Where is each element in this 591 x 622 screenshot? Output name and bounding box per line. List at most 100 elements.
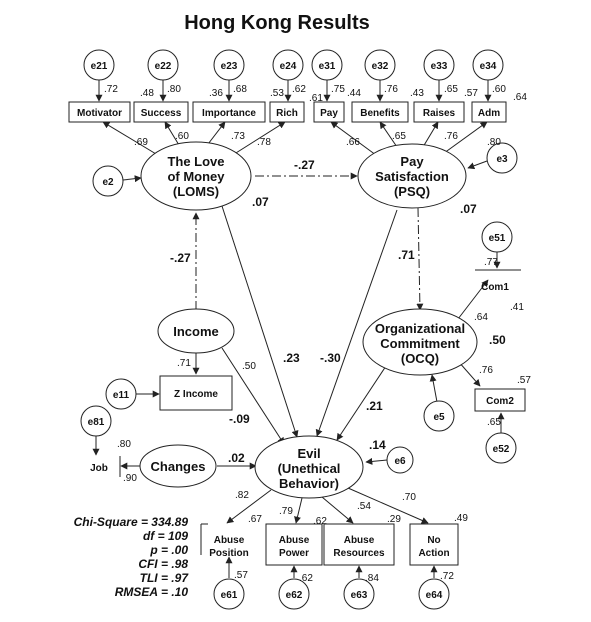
svg-text:No: No [427,535,440,546]
latent-loms: The Love of Money (LOMS) [140,141,252,211]
coef-label: .80 [487,137,501,148]
error-e11: e11 [105,378,137,410]
error-e21: e21 [83,49,115,81]
path-coef-income-evil: -.09 [229,412,250,426]
svg-text:e6: e6 [394,456,406,467]
indicator-motivator: Motivator [68,101,131,123]
error-e23: e23 [213,49,245,81]
coef-label: .61 [309,93,323,104]
indicator-rich: Rich [269,101,305,123]
path-coef-loms-evil: .23 [283,351,300,365]
svg-text:e32: e32 [372,61,389,72]
svg-text:Adm: Adm [478,108,500,119]
svg-text:Commitment: Commitment [380,336,460,351]
arrow-psq-pay [330,121,381,159]
coef-label: .90 [123,473,137,484]
fit-stat-chi-square: Chi-Square = 334.89 [74,515,189,529]
coef-label: .84 [365,573,379,584]
arrow-loms-evil [220,202,299,438]
svg-text:e11: e11 [113,390,130,401]
svg-text:e23: e23 [221,61,238,72]
fit-stat-df: df = 109 [143,529,188,543]
arrow-psq-benefits [379,121,398,148]
fit-stat-tli: TLI = .97 [140,571,190,585]
svg-text:e3: e3 [496,154,508,165]
coef-label: .64 [474,312,488,323]
coef-label: .76 [384,84,398,95]
indicator-raises: Raises [413,101,465,123]
error-e61: e61 [213,578,245,610]
svg-text:Abuse: Abuse [344,535,375,546]
error-e64: e64 [418,578,450,610]
latent-income: Income [157,308,235,354]
svg-text:(Unethical: (Unethical [278,461,341,476]
coef-label: .50 [242,361,256,372]
svg-text:Raises: Raises [423,108,456,119]
error-e32: e32 [364,49,396,81]
coef-label: .69 [134,137,148,148]
svg-text:e63: e63 [351,590,368,601]
svg-text:e52: e52 [493,444,510,455]
svg-text:(LOMS): (LOMS) [173,184,219,199]
svg-text:Benefits: Benefits [360,108,400,119]
svg-text:Behavior): Behavior) [279,476,339,491]
indicator-com1: Com1 [475,269,521,293]
coef-label: .72 [440,571,454,582]
coef-label: .57 [234,570,248,581]
indicator-job: Job [90,456,121,477]
indicator-zincome: Z Income [159,375,233,411]
error-e5: e5 [423,400,455,432]
coef-label: .77 [484,257,498,268]
svg-text:(PSQ): (PSQ) [394,184,430,199]
latent-changes: Changes [139,444,217,488]
coef-label: .53 [270,88,284,99]
svg-text:e61: e61 [221,590,238,601]
fit-stat-rmsea: RMSEA = .10 [115,585,189,599]
arrow-e3-psq [467,160,488,170]
coef-label: .71 [177,358,191,369]
svg-text:Pay: Pay [320,108,338,119]
path-coef-psq-r2: .07 [460,202,477,216]
path-coefficients: -.27 .07 .07 -.27 .71 .50 .23 -.30 .21 -… [170,158,506,465]
latent-ocq: Organizational Commitment (OCQ) [362,308,478,376]
coef-label: .57 [517,375,531,386]
indicator-pay: Pay [313,101,345,123]
arrow-ocq-evil [336,362,389,441]
indicator-abuse-position: Abuse Position [200,523,249,559]
coef-label: .60 [175,131,189,142]
error-terms: e21 e22 e23 e24 e31 e32 e33 e34 e2 e3 e5… [80,49,518,610]
path-coef-loms-r2: .07 [252,195,269,209]
svg-text:Satisfaction: Satisfaction [375,169,449,184]
path-coef-loms-psq: -.27 [294,158,315,172]
svg-text:Rich: Rich [276,108,298,119]
path-coef-ocq-r2: .50 [489,333,506,347]
connector-lines [92,80,505,578]
svg-text:Action: Action [418,548,449,559]
coef-label: .44 [347,88,361,99]
coef-label: .65 [487,417,501,428]
latent-psq: Pay Satisfaction (PSQ) [357,143,467,209]
arrow-e5-ocq [429,374,438,403]
fit-statistics: Chi-Square = 334.89 df = 109 p = .00 CFI… [74,515,190,599]
svg-text:Com1: Com1 [481,282,509,293]
svg-text:Organizational: Organizational [375,321,465,336]
coef-label: .48 [140,88,154,99]
arrow-e6-evil [365,457,388,465]
coef-label: .49 [454,513,468,524]
arrow-evil-no-action [347,487,429,524]
coef-label: .82 [235,490,249,501]
arrow-evil-abuse-power [294,497,303,524]
loading-coefficients: .72 .48 .80 .36 .68 .53 .62 .61 .75 .44 … [104,84,531,584]
error-e3: e3 [486,142,518,174]
coef-label: .62 [313,516,327,527]
latent-evil: Evil (Unethical Behavior) [254,435,364,499]
svg-text:(OCQ): (OCQ) [401,351,439,366]
svg-text:Importance: Importance [202,108,256,119]
error-e31: e31 [311,49,343,81]
fit-stat-cfi: CFI = .98 [138,557,188,571]
arrow-psq-ocq [416,207,424,311]
coef-label: .76 [479,365,493,376]
coef-label: .75 [331,84,345,95]
